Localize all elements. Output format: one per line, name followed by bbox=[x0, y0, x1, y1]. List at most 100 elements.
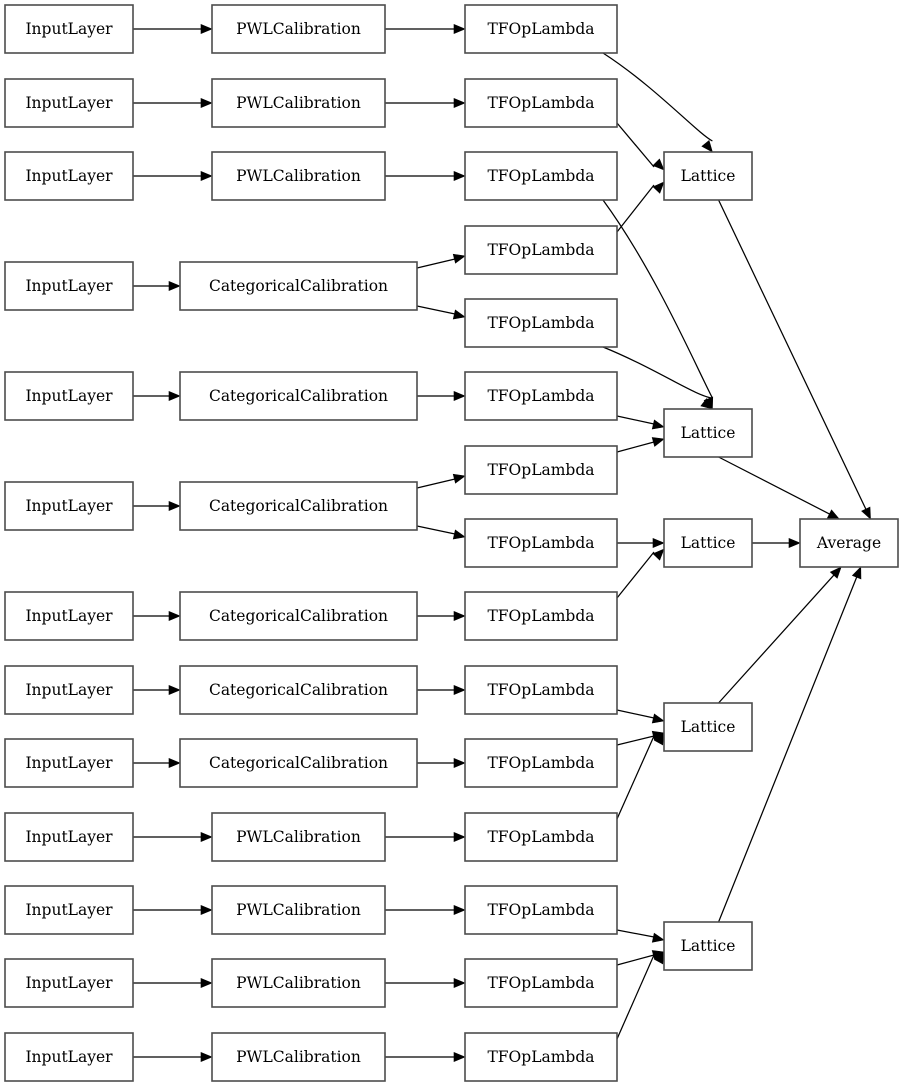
node-cal4[interactable]: CategoricalCalibration bbox=[179, 261, 418, 311]
node-box-op2[interactable] bbox=[464, 78, 618, 128]
node-in10[interactable]: InputLayer bbox=[4, 812, 134, 862]
node-op7[interactable]: TFOpLambda bbox=[464, 445, 618, 495]
node-box-op7[interactable] bbox=[464, 445, 618, 495]
node-cal2[interactable]: PWLCalibration bbox=[211, 78, 386, 128]
node-box-op11[interactable] bbox=[464, 738, 618, 788]
node-box-in1[interactable] bbox=[4, 4, 134, 54]
node-in12[interactable]: InputLayer bbox=[4, 958, 134, 1008]
node-in8[interactable]: InputLayer bbox=[4, 665, 134, 715]
node-box-cal2[interactable] bbox=[211, 78, 386, 128]
node-box-lat1[interactable] bbox=[663, 151, 753, 201]
node-box-op12[interactable] bbox=[464, 812, 618, 862]
node-box-lat5[interactable] bbox=[663, 921, 753, 971]
node-lat5[interactable]: Lattice bbox=[663, 921, 753, 971]
edge-cal6-to-op8 bbox=[416, 525, 466, 540]
node-in3[interactable]: InputLayer bbox=[4, 151, 134, 201]
node-box-in4[interactable] bbox=[4, 261, 134, 311]
node-box-avg[interactable] bbox=[799, 518, 899, 568]
node-in9[interactable]: InputLayer bbox=[4, 738, 134, 788]
node-cal12[interactable]: PWLCalibration bbox=[211, 958, 386, 1008]
edge-in11-to-cal11 bbox=[133, 904, 213, 916]
node-box-cal9[interactable] bbox=[179, 738, 418, 788]
node-op11[interactable]: TFOpLambda bbox=[464, 738, 618, 788]
node-in11[interactable]: InputLayer bbox=[4, 885, 134, 935]
node-box-cal3[interactable] bbox=[211, 151, 386, 201]
node-cal3[interactable]: PWLCalibration bbox=[211, 151, 386, 201]
node-op12[interactable]: TFOpLambda bbox=[464, 812, 618, 862]
node-box-in10[interactable] bbox=[4, 812, 134, 862]
node-op8[interactable]: TFOpLambda bbox=[464, 518, 618, 568]
node-box-op13[interactable] bbox=[464, 885, 618, 935]
node-box-op6[interactable] bbox=[464, 371, 618, 421]
node-cal7[interactable]: CategoricalCalibration bbox=[179, 591, 418, 641]
node-box-cal11[interactable] bbox=[211, 885, 386, 935]
node-cal9[interactable]: CategoricalCalibration bbox=[179, 738, 418, 788]
edge-op6-to-lat2 bbox=[616, 415, 665, 430]
node-cal11[interactable]: PWLCalibration bbox=[211, 885, 386, 935]
node-box-in5[interactable] bbox=[4, 371, 134, 421]
edge-in7-to-cal7 bbox=[133, 610, 181, 622]
node-in2[interactable]: InputLayer bbox=[4, 78, 134, 128]
node-in1[interactable]: InputLayer bbox=[4, 4, 134, 54]
node-box-cal13[interactable] bbox=[211, 1032, 386, 1082]
node-box-op9[interactable] bbox=[464, 591, 618, 641]
node-box-in11[interactable] bbox=[4, 885, 134, 935]
node-cal5[interactable]: CategoricalCalibration bbox=[179, 371, 418, 421]
node-box-op5[interactable] bbox=[464, 298, 618, 348]
node-cal10[interactable]: PWLCalibration bbox=[211, 812, 386, 862]
node-box-in9[interactable] bbox=[4, 738, 134, 788]
node-op1[interactable]: TFOpLambda bbox=[464, 4, 618, 54]
node-box-cal5[interactable] bbox=[179, 371, 418, 421]
node-box-in3[interactable] bbox=[4, 151, 134, 201]
node-box-in8[interactable] bbox=[4, 665, 134, 715]
node-box-cal1[interactable] bbox=[211, 4, 386, 54]
node-in4[interactable]: InputLayer bbox=[4, 261, 134, 311]
node-op3[interactable]: TFOpLambda bbox=[464, 151, 618, 201]
node-box-cal10[interactable] bbox=[211, 812, 386, 862]
arrowhead bbox=[453, 1051, 466, 1063]
node-box-lat3[interactable] bbox=[663, 518, 753, 568]
node-lat4[interactable]: Lattice bbox=[663, 702, 753, 752]
node-box-in2[interactable] bbox=[4, 78, 134, 128]
node-op13[interactable]: TFOpLambda bbox=[464, 885, 618, 935]
node-box-op1[interactable] bbox=[464, 4, 618, 54]
node-op5[interactable]: TFOpLambda bbox=[464, 298, 618, 348]
node-op4[interactable]: TFOpLambda bbox=[464, 225, 618, 275]
node-cal6[interactable]: CategoricalCalibration bbox=[179, 481, 418, 531]
node-box-cal7[interactable] bbox=[179, 591, 418, 641]
node-cal1[interactable]: PWLCalibration bbox=[211, 4, 386, 54]
node-box-in6[interactable] bbox=[4, 481, 134, 531]
node-box-cal4[interactable] bbox=[179, 261, 418, 311]
node-box-op8[interactable] bbox=[464, 518, 618, 568]
node-box-op14[interactable] bbox=[464, 958, 618, 1008]
node-box-op4[interactable] bbox=[464, 225, 618, 275]
node-in6[interactable]: InputLayer bbox=[4, 481, 134, 531]
node-cal8[interactable]: CategoricalCalibration bbox=[179, 665, 418, 715]
node-op15[interactable]: TFOpLambda bbox=[464, 1032, 618, 1082]
node-box-lat2[interactable] bbox=[663, 408, 753, 458]
node-op14[interactable]: TFOpLambda bbox=[464, 958, 618, 1008]
node-box-cal6[interactable] bbox=[179, 481, 418, 531]
node-in13[interactable]: InputLayer bbox=[4, 1032, 134, 1082]
node-box-op3[interactable] bbox=[464, 151, 618, 201]
node-box-op15[interactable] bbox=[464, 1032, 618, 1082]
node-op10[interactable]: TFOpLambda bbox=[464, 665, 618, 715]
node-lat2[interactable]: Lattice bbox=[663, 408, 753, 458]
node-avg[interactable]: Average bbox=[799, 518, 899, 568]
node-box-in12[interactable] bbox=[4, 958, 134, 1008]
node-box-in13[interactable] bbox=[4, 1032, 134, 1082]
node-box-in7[interactable] bbox=[4, 591, 134, 641]
arrowhead bbox=[452, 253, 466, 264]
node-op2[interactable]: TFOpLambda bbox=[464, 78, 618, 128]
node-lat3[interactable]: Lattice bbox=[663, 518, 753, 568]
node-op9[interactable]: TFOpLambda bbox=[464, 591, 618, 641]
node-lat1[interactable]: Lattice bbox=[663, 151, 753, 201]
node-in7[interactable]: InputLayer bbox=[4, 591, 134, 641]
node-box-lat4[interactable] bbox=[663, 702, 753, 752]
node-op6[interactable]: TFOpLambda bbox=[464, 371, 618, 421]
node-cal13[interactable]: PWLCalibration bbox=[211, 1032, 386, 1082]
node-box-op10[interactable] bbox=[464, 665, 618, 715]
node-in5[interactable]: InputLayer bbox=[4, 371, 134, 421]
node-box-cal12[interactable] bbox=[211, 958, 386, 1008]
node-box-cal8[interactable] bbox=[179, 665, 418, 715]
